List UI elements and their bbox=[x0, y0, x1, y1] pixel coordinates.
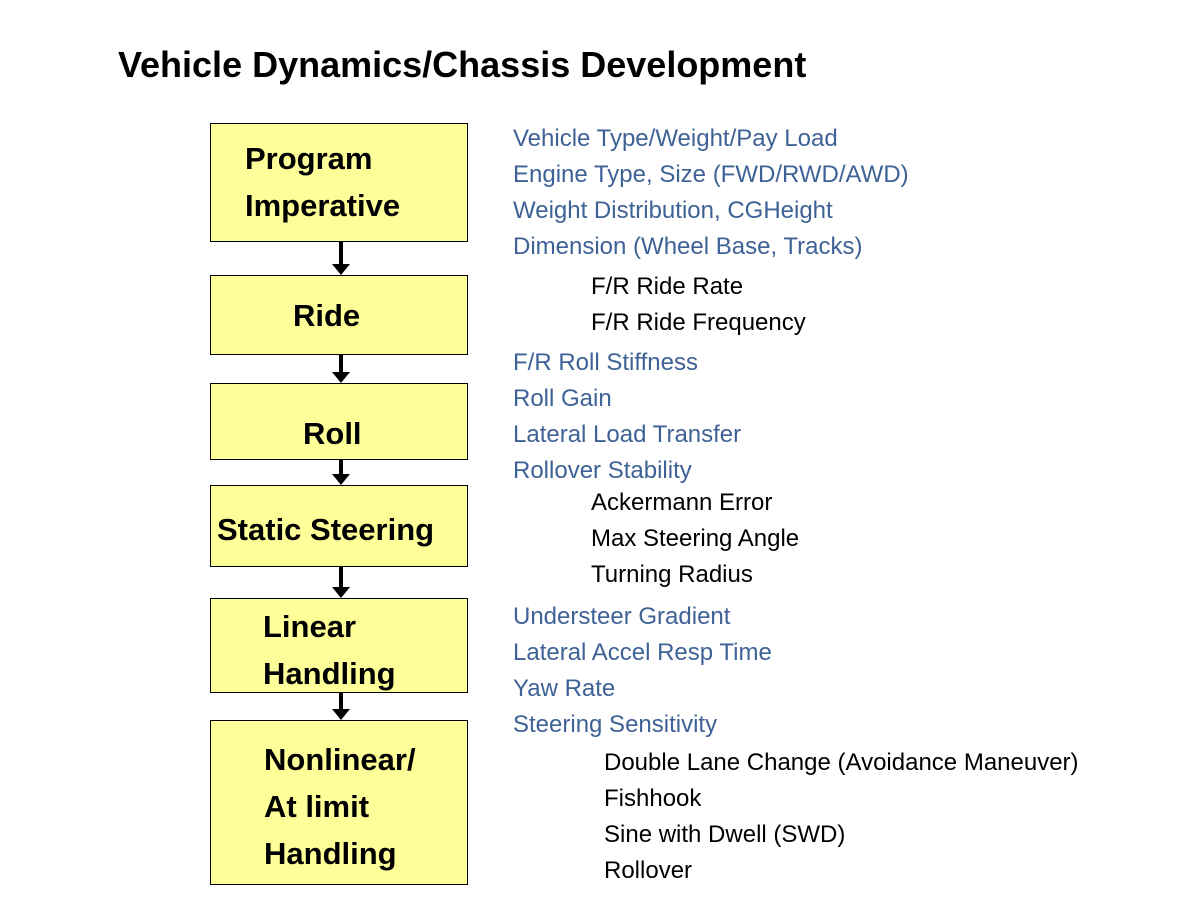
detail-item: Yaw Rate bbox=[513, 675, 616, 702]
stage-box-roll: Roll bbox=[210, 383, 468, 460]
detail-item: Roll Gain bbox=[513, 385, 612, 412]
detail-item: Rollover bbox=[604, 857, 693, 884]
stage-box-linear-handling: Linear Handling bbox=[210, 598, 468, 693]
detail-group-static-steering: Ackermann Error Max Steering Angle Turni… bbox=[591, 485, 799, 593]
detail-item: Dimension (Wheel Base, Tracks) bbox=[513, 233, 863, 260]
detail-item: F/R Ride Frequency bbox=[591, 309, 806, 336]
flow-arrow-2 bbox=[332, 355, 350, 383]
stage-box-static-steering: Static Steering bbox=[210, 485, 468, 567]
detail-item: Ackermann Error bbox=[591, 489, 773, 516]
detail-item: Double Lane Change (Avoidance Maneuver) bbox=[604, 749, 1079, 776]
detail-group-program-imperative: Vehicle Type/Weight/Pay Load Engine Type… bbox=[513, 121, 909, 265]
stage-label-nonlinear-handling: Nonlinear/ At limit Handling bbox=[264, 742, 416, 871]
stage-label-static-steering: Static Steering bbox=[217, 512, 435, 547]
detail-item: Weight Distribution, CGHeight bbox=[513, 197, 833, 224]
detail-group-roll: F/R Roll Stiffness Roll Gain Lateral Loa… bbox=[513, 345, 741, 489]
detail-item: F/R Ride Rate bbox=[591, 273, 744, 300]
stage-label-roll: Roll bbox=[303, 416, 362, 451]
slide-title: Vehicle Dynamics/Chassis Development bbox=[118, 44, 807, 85]
stage-label-linear-handling: Linear Handling bbox=[263, 609, 396, 691]
detail-item: Lateral Accel Resp Time bbox=[513, 639, 772, 666]
detail-group-ride: F/R Ride Rate F/R Ride Frequency bbox=[591, 269, 806, 341]
stage-box-ride: Ride bbox=[210, 275, 468, 355]
detail-item: Engine Type, Size (FWD/RWD/AWD) bbox=[513, 161, 909, 188]
detail-item: Fishhook bbox=[604, 785, 702, 812]
detail-item: Steering Sensitivity bbox=[513, 711, 718, 738]
flow-arrow-3 bbox=[332, 460, 350, 485]
detail-item: Max Steering Angle bbox=[591, 525, 800, 552]
detail-group-nonlinear-handling: Double Lane Change (Avoidance Maneuver) … bbox=[604, 745, 1079, 889]
stage-box-program-imperative: Program Imperative bbox=[210, 123, 468, 242]
flow-arrow-5 bbox=[332, 693, 350, 720]
flow-arrow-4 bbox=[332, 567, 350, 598]
detail-group-linear-handling: Understeer Gradient Lateral Accel Resp T… bbox=[513, 599, 772, 743]
flow-arrow-1 bbox=[332, 242, 350, 275]
detail-item: Lateral Load Transfer bbox=[513, 421, 742, 448]
stage-box-nonlinear-handling: Nonlinear/ At limit Handling bbox=[210, 720, 468, 885]
detail-item: Turning Radius bbox=[591, 561, 753, 588]
detail-item: Vehicle Type/Weight/Pay Load bbox=[513, 125, 838, 152]
detail-item: Rollover Stability bbox=[513, 457, 692, 484]
stage-label-program-imperative: Program Imperative bbox=[245, 141, 401, 223]
detail-item: F/R Roll Stiffness bbox=[513, 349, 698, 376]
stage-label-ride: Ride bbox=[293, 298, 361, 333]
detail-item: Understeer Gradient bbox=[513, 603, 731, 630]
detail-item: Sine with Dwell (SWD) bbox=[604, 821, 846, 848]
